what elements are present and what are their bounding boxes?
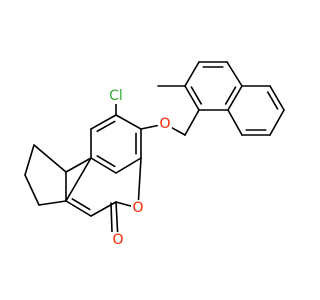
bond-naph-double-5: [266, 91, 279, 110]
bond-ether-1: [140, 124, 158, 130]
bond-naph-2: [184, 61, 200, 87]
bond-lactone-double: [71, 198, 91, 211]
bond-lactone-2: [65, 200, 92, 217]
bond-cp-3: [24, 174, 40, 206]
bond-naph-4: [226, 61, 243, 87]
bond-benzene-6: [90, 114, 117, 130]
bond-methylene: [184, 109, 200, 136]
bond-naph-double-1: [190, 86, 203, 105]
bond-benzene-4: [90, 157, 117, 174]
bond-cp-1: [33, 144, 67, 173]
ring-oxygen-mask: [131, 200, 145, 216]
atom-label-ether-oxygen: O: [159, 116, 170, 132]
bond-lactone-1: [90, 201, 117, 217]
bond-naph-9: [269, 109, 285, 136]
bond-ether-2: [171, 127, 186, 136]
chlorine-mask: [105, 88, 127, 104]
structure-diagram: Cl O O O: [24, 61, 285, 248]
bond-cp-4: [38, 200, 67, 206]
atom-label-carbonyl-oxygen: O: [112, 232, 123, 248]
bond-cp-2: [24, 144, 35, 176]
molecule-canvas: Cl O O O: [24, 61, 285, 248]
bond-lactone-3: [65, 157, 92, 202]
bond-carbonyl-2: [110, 202, 113, 233]
bond-naph-7: [227, 109, 243, 136]
bond-benzene-3: [115, 157, 142, 174]
bond-naph-10: [269, 85, 285, 111]
carbonyl-oxygen-mask: [111, 232, 125, 248]
atom-label-chlorine: Cl: [109, 88, 123, 104]
bond-layer: [24, 61, 285, 233]
bond-naph-double-3: [224, 86, 237, 105]
bond-ring-o-1: [137, 157, 142, 202]
bond-benzene-1: [115, 114, 142, 130]
atom-label-ring-oxygen: O: [132, 200, 143, 216]
ether-oxygen-mask: [158, 116, 172, 132]
bond-benzene-double-3: [96, 120, 116, 133]
bond-ring-o-2: [115, 201, 133, 207]
bond-carbonyl-1: [115, 201, 119, 233]
bond-naph-1: [184, 85, 200, 111]
bond-benzene-double-2: [96, 155, 116, 168]
bond-naph-5: [227, 85, 243, 111]
bond-cp-fuse: [65, 157, 92, 173]
